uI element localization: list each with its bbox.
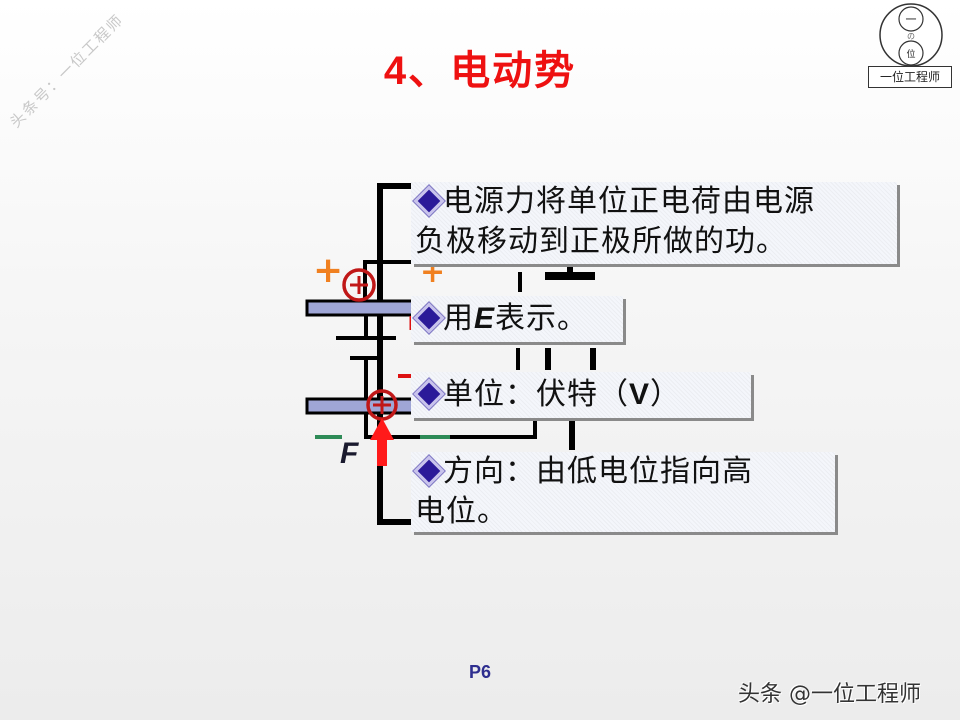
bullet-definition: 电源力将单位正电荷由电源 负极移动到正极所做的功。 — [411, 182, 897, 264]
diamond-bullet-icon — [417, 189, 441, 212]
bullet-symbol: 用E表示。 — [411, 296, 623, 342]
bullet-unit: 单位：伏特（V） — [411, 372, 751, 418]
logo: 一 の 位 一位工程师 — [866, 2, 956, 90]
diamond-bullet-icon — [417, 459, 441, 482]
diamond-bullet-icon — [417, 306, 441, 329]
page-number: P6 — [468, 662, 492, 682]
slide-title: 4、电动势 — [383, 49, 577, 93]
svg-text:一: 一 — [906, 13, 917, 26]
svg-text:の: の — [907, 32, 915, 41]
positive-charge-icon — [342, 268, 376, 302]
logo-label: 一位工程师 — [868, 66, 952, 88]
plus-sign: + — [313, 250, 343, 291]
logo-emblem-icon: 一 の 位 — [879, 3, 943, 67]
svg-text:位: 位 — [906, 48, 915, 60]
footer-watermark: 头条 @一位工程师 — [738, 682, 921, 707]
force-label: F — [340, 437, 359, 470]
force-arrow-icon — [370, 418, 394, 466]
diamond-bullet-icon — [417, 382, 441, 405]
bullet-direction: 方向：由低电位指向高 电位。 — [411, 452, 835, 532]
